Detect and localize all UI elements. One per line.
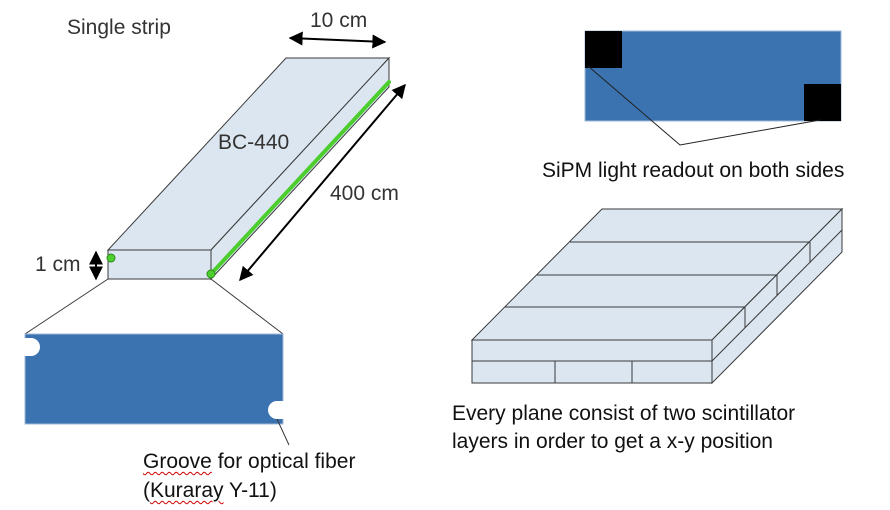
- single-strip-title: Single strip: [67, 16, 171, 39]
- strip-front-face: [107, 249, 212, 280]
- cross-section-body: [24, 333, 284, 425]
- material-label: BC-440: [218, 131, 290, 154]
- groove-caption-model: Y-11): [223, 479, 277, 502]
- plane-caption-line1: Every plane consist of two scintillator: [452, 402, 796, 425]
- groove-caption-line1: Groove for optical fiber: [143, 451, 355, 472]
- sipm-caption: SiPM light readout on both sides: [542, 159, 845, 182]
- zoom-line-left: [24, 278, 109, 335]
- groove-caption-paren: (: [143, 479, 150, 502]
- width-label: 10 cm: [310, 9, 368, 32]
- groove-pointer-line: [276, 418, 290, 446]
- groove-caption-line2: (Kuraray Y-11): [143, 480, 277, 501]
- fiber-end-left: [106, 253, 116, 263]
- groove-caption-rest: for optical fiber: [211, 450, 356, 473]
- fiber-end-right: [206, 269, 216, 279]
- length-arrow: [239, 83, 406, 282]
- sipm-left: [585, 31, 622, 68]
- sipm-strip-section: [584, 30, 842, 122]
- scintillator-plane: [470, 207, 844, 385]
- sipm-right: [804, 84, 841, 121]
- single-strip: [106, 56, 391, 281]
- thickness-label: 1 cm: [35, 253, 81, 276]
- length-label: 400 cm: [330, 182, 399, 205]
- sipm-callout-lines: [587, 65, 821, 146]
- sipm-readout-panel: [584, 30, 842, 146]
- kuraray-word: Kuraray: [150, 479, 224, 502]
- strip-cross-section: [20, 333, 288, 425]
- width-arrow: [288, 31, 387, 49]
- plane-caption-line2: layers in order to get a x-y position: [452, 430, 773, 453]
- groove-word: Groove: [143, 450, 212, 473]
- zoom-line-right: [210, 278, 284, 335]
